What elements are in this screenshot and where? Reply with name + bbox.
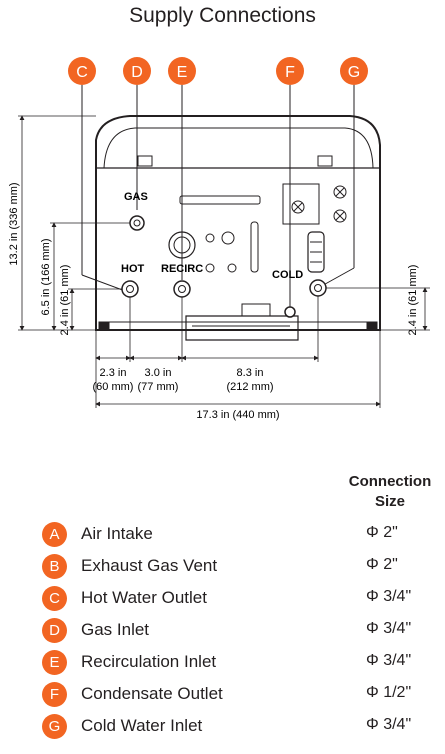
callout-c: C	[68, 57, 96, 85]
letter-badge: E	[42, 650, 67, 675]
connection-size: Φ 3/4"	[366, 652, 412, 669]
connection-size-header: Connection Size	[335, 472, 445, 512]
gas-label: GAS	[124, 191, 148, 203]
water-heater-diagram: C D E F G	[8, 57, 430, 421]
dim-height-cold: 2.4 in (61 mm)	[407, 265, 419, 336]
table-row: E Recirculation Inlet Φ 3/4"	[42, 650, 442, 676]
vertical-dimension-lines	[18, 115, 430, 331]
diagram-title: Supply Connections	[129, 4, 316, 27]
connection-size: Φ 3/4"	[366, 588, 412, 605]
table-row: G Cold Water Inlet Φ 3/4"	[42, 714, 442, 740]
connection-fittings	[121, 215, 327, 318]
connection-label: Hot Water Outlet	[81, 588, 207, 607]
dim-w2-in: 3.0 in	[145, 367, 172, 379]
connection-label: Exhaust Gas Vent	[81, 556, 218, 575]
dim-height-hot: 2.4 in (61 mm)	[59, 265, 71, 336]
letter-badge: F	[42, 682, 67, 707]
letter-badge: G	[42, 714, 67, 739]
dim-w3-mm: (212 mm)	[226, 381, 273, 393]
connection-size: Φ 1/2"	[366, 684, 412, 701]
hot-label: HOT	[121, 263, 145, 275]
letter-badge: D	[42, 618, 67, 643]
table-row: F Condensate Outlet Φ 1/2"	[42, 682, 442, 708]
svg-text:E: E	[177, 64, 188, 81]
connection-label: Gas Inlet	[81, 620, 150, 639]
condensate-outlet-fitting	[284, 306, 296, 318]
dim-w1-mm: (60 mm)	[93, 381, 134, 393]
connection-size: Φ 3/4"	[366, 620, 412, 637]
connection-label: Cold Water Inlet	[81, 716, 203, 735]
recirc-label: RECIRC	[161, 263, 203, 275]
leader-lines	[81, 85, 355, 308]
letter-badge: A	[42, 522, 67, 547]
callout-f: F	[276, 57, 304, 85]
connection-size: Φ 3/4"	[366, 716, 412, 733]
header-line-2: Size	[374, 493, 405, 510]
cold-label: COLD	[272, 269, 303, 281]
callout-g: G	[340, 57, 368, 85]
table-row: D Gas Inlet Φ 3/4"	[42, 618, 442, 644]
connection-label: Condensate Outlet	[81, 684, 223, 703]
letter-badge: C	[42, 586, 67, 611]
dim-w2-mm: (77 mm)	[138, 381, 179, 393]
connection-size: Φ 2"	[366, 556, 398, 573]
heater-body	[95, 115, 381, 341]
connection-label: Recirculation Inlet	[81, 652, 217, 671]
svg-text:C: C	[76, 64, 88, 81]
dim-width-total: 17.3 in (440 mm)	[196, 409, 279, 421]
horizontal-dimension-lines	[95, 296, 381, 408]
dim-height-total: 13.2 in (336 mm)	[8, 182, 20, 265]
svg-text:G: G	[348, 64, 360, 81]
dim-height-gas: 6.5 in (166 mm)	[40, 238, 52, 315]
table-row: B Exhaust Gas Vent Φ 2"	[42, 554, 442, 580]
header-line-1: Connection	[348, 473, 432, 490]
dim-w3-in: 8.3 in	[237, 367, 264, 379]
svg-text:F: F	[285, 64, 295, 81]
table-row: C Hot Water Outlet Φ 3/4"	[42, 586, 442, 612]
dim-w1-in: 2.3 in	[100, 367, 127, 379]
letter-badge: B	[42, 554, 67, 579]
table-row: A Air Intake Φ 2"	[42, 522, 442, 548]
callout-d: D	[123, 57, 151, 85]
callout-e: E	[168, 57, 196, 85]
svg-text:D: D	[131, 64, 143, 81]
connection-size: Φ 2"	[366, 524, 398, 541]
connection-label: Air Intake	[81, 524, 153, 543]
